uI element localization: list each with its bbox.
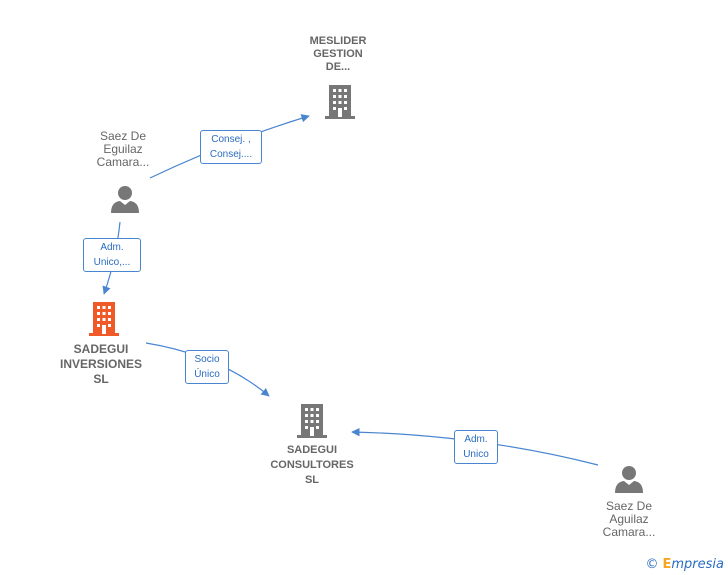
person-icon[interactable] — [614, 464, 644, 494]
edge-label-adm-unico-2[interactable]: Adm. Unico — [454, 430, 498, 464]
edge-label-adm-unico-1[interactable]: Adm. Unico,... — [83, 238, 141, 272]
building-icon[interactable] — [296, 403, 328, 439]
edge-label-socio-unico[interactable]: Socio Único — [185, 350, 229, 384]
building-icon[interactable] — [88, 301, 120, 337]
building-icon[interactable] — [324, 84, 356, 120]
node-label-meslider[interactable]: MESLIDER GESTION DE... — [309, 35, 367, 73]
empresia-brand[interactable]: ©Empresia — [646, 557, 725, 572]
node-label-saez-aguilaz[interactable]: Saez De Aguilaz Camara... — [602, 499, 656, 539]
copyright-symbol: © — [645, 557, 659, 572]
node-label-saez-eguilaz[interactable]: Saez De Eguilaz Camara... — [96, 129, 150, 169]
edge-label-consej[interactable]: Consej. , Consej.... — [200, 130, 262, 164]
node-label-sadegui-consultores[interactable]: SADEGUI CONSULTORES SL — [270, 444, 354, 486]
person-icon[interactable] — [110, 184, 140, 214]
node-label-sadegui-inversiones[interactable]: SADEGUI INVERSIONES SL — [59, 342, 143, 386]
brand-name: mpresia — [671, 557, 724, 572]
brand-initial: E — [662, 557, 672, 572]
